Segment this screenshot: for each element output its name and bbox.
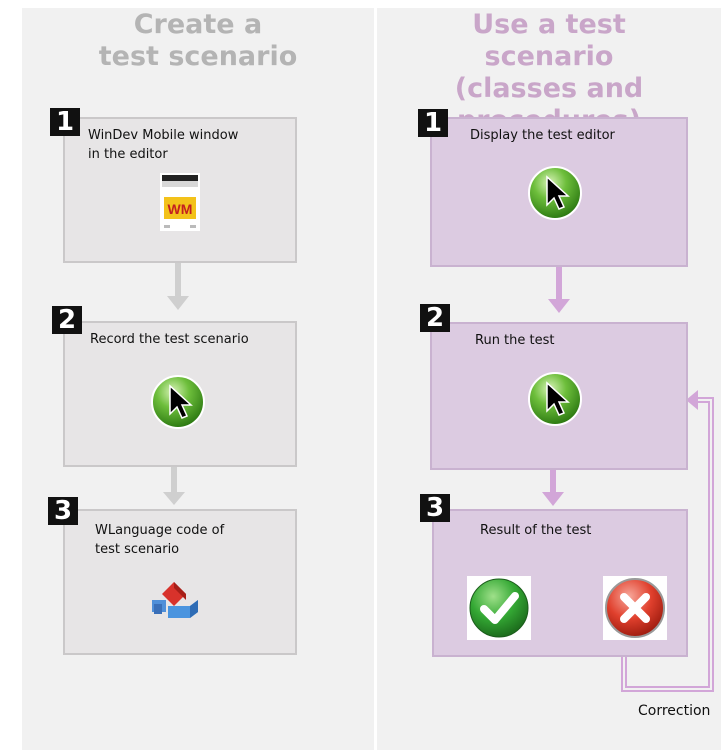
use-step-2-number: 2 bbox=[420, 304, 450, 332]
mobile-window-icon: WM bbox=[160, 173, 200, 231]
create-title-line1: Create a bbox=[133, 9, 263, 40]
create-step-1-label-line2: in the editor bbox=[88, 147, 168, 162]
create-step-3-label-line2: test scenario bbox=[95, 542, 180, 557]
left-arrow-2-3 bbox=[163, 466, 185, 505]
create-step-3-label: WLanguage code of test scenario bbox=[95, 521, 224, 559]
use-step-3-number: 3 bbox=[420, 494, 450, 522]
create-step-3-number: 3 bbox=[48, 497, 78, 525]
cursor-icon bbox=[528, 372, 582, 426]
create-step-2-label: Record the test scenario bbox=[90, 332, 249, 347]
use-step-3-label: Result of the test bbox=[480, 523, 592, 538]
use-step-2-box bbox=[430, 322, 688, 470]
create-step-2-number: 2 bbox=[52, 306, 82, 334]
use-title-line2: scenario bbox=[484, 41, 614, 72]
create-step-3-box bbox=[63, 509, 297, 655]
use-step-1-number: 1 bbox=[418, 109, 448, 137]
correction-label: Correction bbox=[638, 703, 711, 719]
create-step-1-label-line1: WinDev Mobile window bbox=[88, 128, 239, 143]
left-arrow-1-2 bbox=[167, 262, 189, 310]
use-step-1-label: Display the test editor bbox=[470, 128, 615, 143]
create-step-1-number: 1 bbox=[50, 108, 80, 136]
success-check-icon bbox=[467, 576, 531, 640]
use-title-line1: Use a test bbox=[472, 9, 626, 40]
mobile-window-icon-text: WM bbox=[168, 201, 193, 217]
correction-loop-inner bbox=[623, 399, 712, 690]
wlanguage-code-icon bbox=[152, 582, 198, 618]
create-title-line2: test scenario bbox=[98, 41, 298, 72]
correction-arrowhead bbox=[686, 390, 698, 410]
cursor-icon bbox=[528, 166, 582, 220]
use-step-2-label: Run the test bbox=[475, 333, 555, 348]
right-arrow-2-3 bbox=[542, 468, 564, 506]
create-step-3-label-line1: WLanguage code of bbox=[95, 523, 225, 538]
right-arrow-1-2 bbox=[548, 265, 570, 313]
create-scenario-title: Create a test scenario bbox=[22, 9, 374, 73]
failure-cross-icon bbox=[603, 576, 667, 640]
create-step-1-label: WinDev Mobile window in the editor bbox=[88, 126, 238, 164]
cursor-icon bbox=[151, 375, 205, 429]
